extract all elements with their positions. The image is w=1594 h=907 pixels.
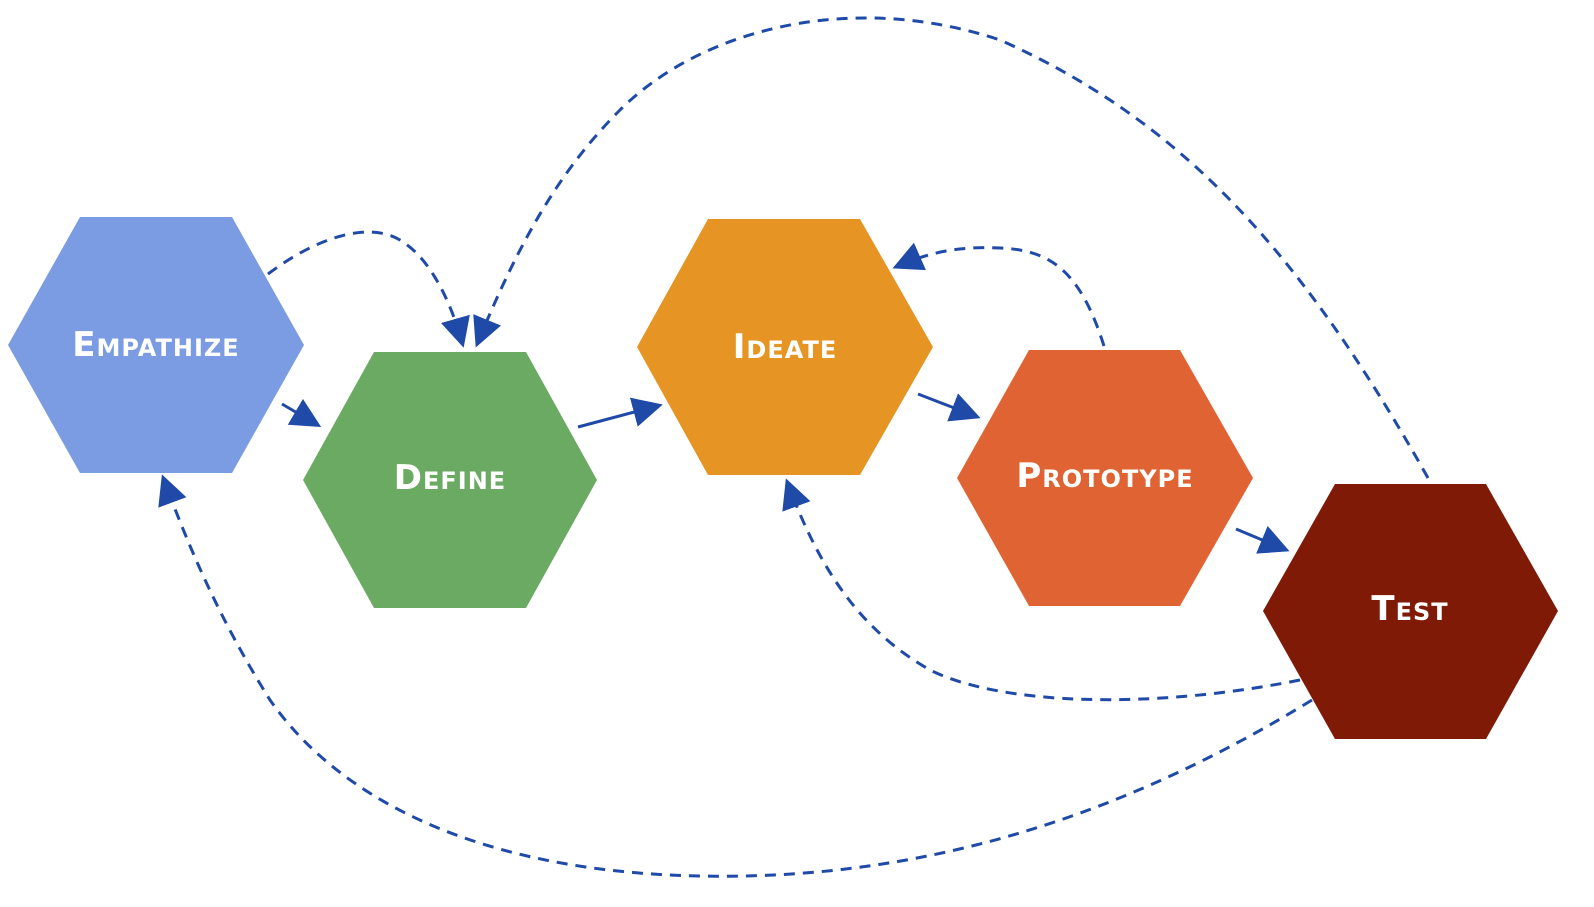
hexagon-test [1263, 484, 1558, 739]
hexagon-empathize [8, 217, 304, 473]
stage-label-empathize: Empathize [72, 325, 239, 365]
hexagon-ideate [637, 219, 933, 475]
arrow-prototype-to-test [1235, 525, 1290, 554]
stage-ideate: Ideate [637, 219, 933, 475]
arrow-empathize-to-define [281, 398, 322, 428]
hexagon-define [303, 352, 597, 608]
loop-empathize-to-define [267, 230, 470, 348]
stage-label-define: Define [394, 458, 506, 498]
loop-test-to-define [473, 16, 1430, 479]
stage-label-ideate: Ideate [733, 327, 837, 367]
stage-test: Test [1263, 484, 1558, 739]
stage-label-prototype: Prototype [1016, 456, 1193, 496]
stage-empathize: Empathize [8, 217, 304, 473]
loop-test-to-ideate [782, 478, 1301, 702]
loop-test-to-empathize [158, 474, 1313, 878]
stage-prototype: Prototype [957, 350, 1253, 606]
stage-label-test: Test [1371, 589, 1448, 629]
arrow-define-to-ideate [577, 397, 663, 429]
arrow-ideate-to-prototype [917, 392, 981, 422]
loop-prototype-to-ideate [892, 242, 1106, 347]
stage-define: Define [303, 352, 597, 608]
hexagon-prototype [957, 350, 1253, 606]
